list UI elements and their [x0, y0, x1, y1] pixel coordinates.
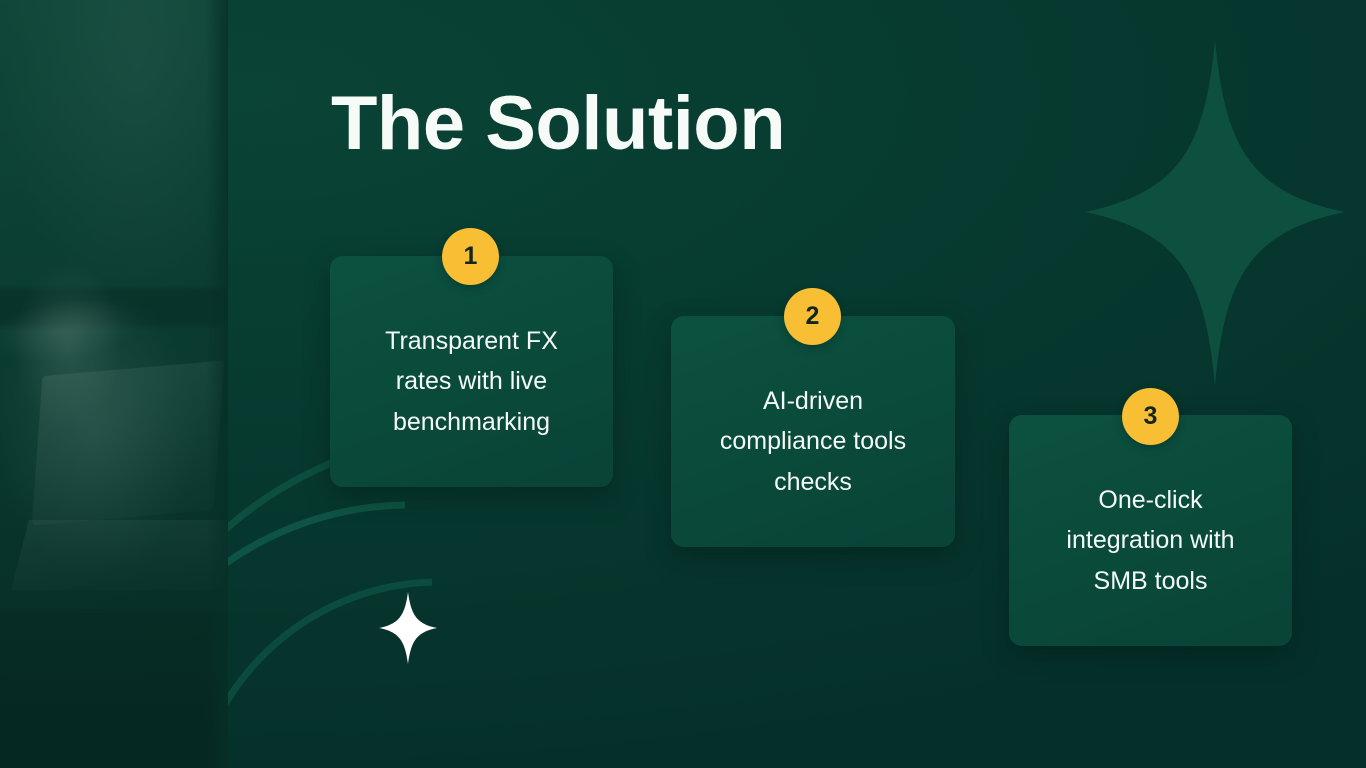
step-number-badge-2: 2	[784, 288, 841, 345]
laptop-workspace-photo	[0, 0, 228, 768]
slide-title: The Solution	[331, 81, 786, 166]
photo-green-tint-overlay	[0, 0, 228, 768]
solution-card-2[interactable]: AI-driven compliance tools checks	[671, 316, 955, 547]
solution-card-1-text: Transparent FX rates with live benchmark…	[385, 326, 558, 436]
step-number-badge-3: 3	[1122, 388, 1179, 445]
solution-card-3[interactable]: One-click integration with SMB tools	[1009, 415, 1292, 646]
solution-card-2-text: AI-driven compliance tools checks	[719, 386, 907, 496]
photo-edge-fade	[206, 0, 228, 768]
solution-card-1[interactable]: Transparent FX rates with live benchmark…	[330, 256, 613, 487]
step-number-badge-1: 1	[442, 228, 499, 285]
solution-card-3-text: One-click integration with SMB tools	[1066, 485, 1235, 595]
